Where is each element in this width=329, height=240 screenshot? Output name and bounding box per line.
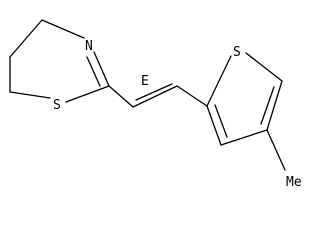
vinyl-linker [108,83,208,108]
bond-c3t-c2t-double [214,104,228,138]
thiazine-ring [9,19,110,103]
bond-n-c2-double [86,56,101,87]
nitrogen-label: N [85,39,93,54]
bond-c4-c5 [9,19,43,58]
bond-n-c2 [93,51,110,87]
molecule-drawing: N S E S Me [9,19,302,190]
stereo-e-label: E [141,74,149,89]
bond-s-c6 [9,91,51,99]
atom-labels: N S E S Me [53,39,302,190]
bond-c2-s [65,85,110,103]
bond-c5t-c4t-double [260,86,275,125]
sulfur-label-thiazine: S [53,98,61,113]
methyl-label: Me [286,175,302,190]
bond-c5-n [41,19,85,39]
sulfur-label-thiophene: S [233,45,241,60]
bond-c2t-s [206,55,232,107]
structure-diagram: N S E S Me [9,19,302,190]
bond-vinyl-thiophene [176,85,208,107]
bond-c3t-c2t [206,105,222,146]
bond-c5t-c4t [266,80,283,131]
bond-s-c5t [245,52,283,82]
thiophene-ring [206,52,286,171]
bond-c4t-methyl [266,129,286,171]
bond-c4t-c3t [220,129,268,146]
bond-vinyl-double-inner [135,83,173,101]
bond-c2-vinyl [108,85,134,108]
bond-vinyl-double-outer [132,85,178,108]
